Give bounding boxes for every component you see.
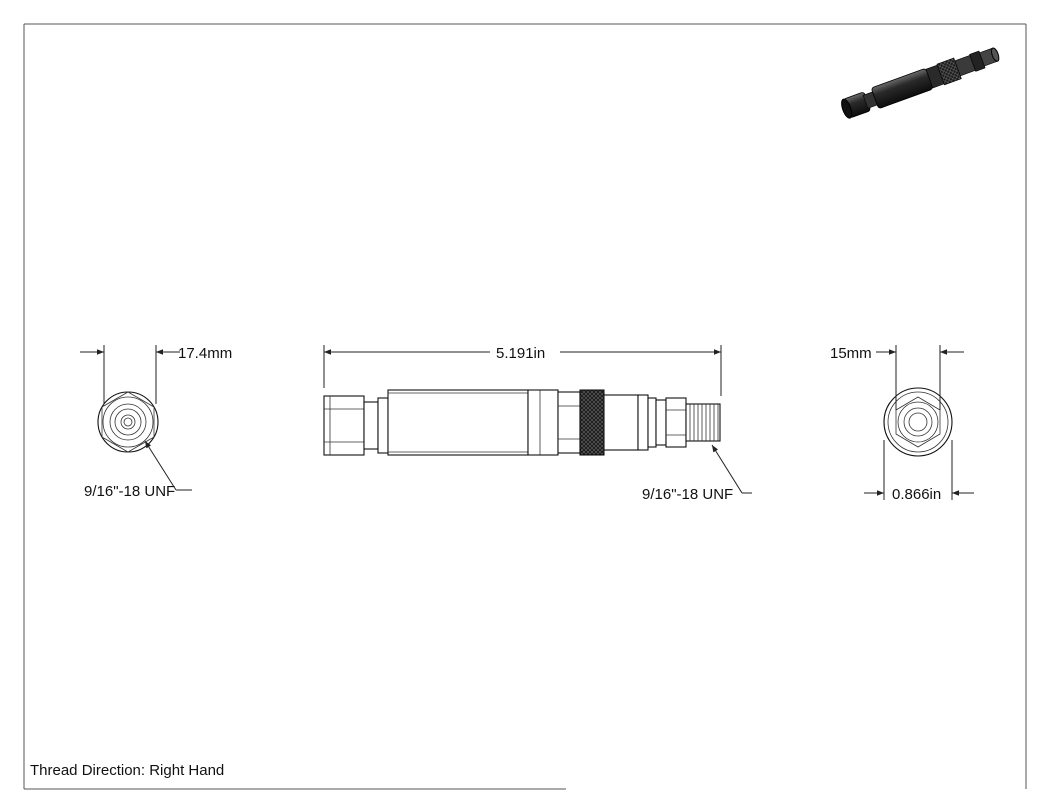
right-hex-dimension: 15mm — [830, 345, 964, 410]
isometric-view — [841, 47, 1000, 119]
overall-length-dimension: 5.191in — [323, 345, 722, 396]
drawing-frame — [23, 23, 1027, 790]
right-diameter-label: 0.866in — [892, 486, 941, 503]
left-thread-label: 9/16"-18 UNF — [84, 483, 175, 500]
left-thread-callout: 9/16"-18 UNF — [84, 440, 192, 500]
left-end-view — [97, 391, 159, 453]
right-hex-label: 15mm — [830, 345, 872, 362]
left-width-label: 17.4mm — [178, 345, 232, 362]
thread-direction-note: Thread Direction: Right Hand — [30, 762, 224, 779]
right-thread-label: 9/16"-18 UNF — [642, 486, 733, 503]
thread-lines — [689, 404, 719, 441]
overall-length-label: 5.191in — [496, 345, 545, 362]
left-width-dimension: 17.4mm — [80, 345, 232, 404]
right-end-view — [883, 387, 953, 457]
front-view — [323, 389, 721, 456]
right-thread-callout: 9/16"-18 UNF — [642, 444, 752, 503]
right-diameter-dimension: 0.866in — [864, 440, 974, 503]
